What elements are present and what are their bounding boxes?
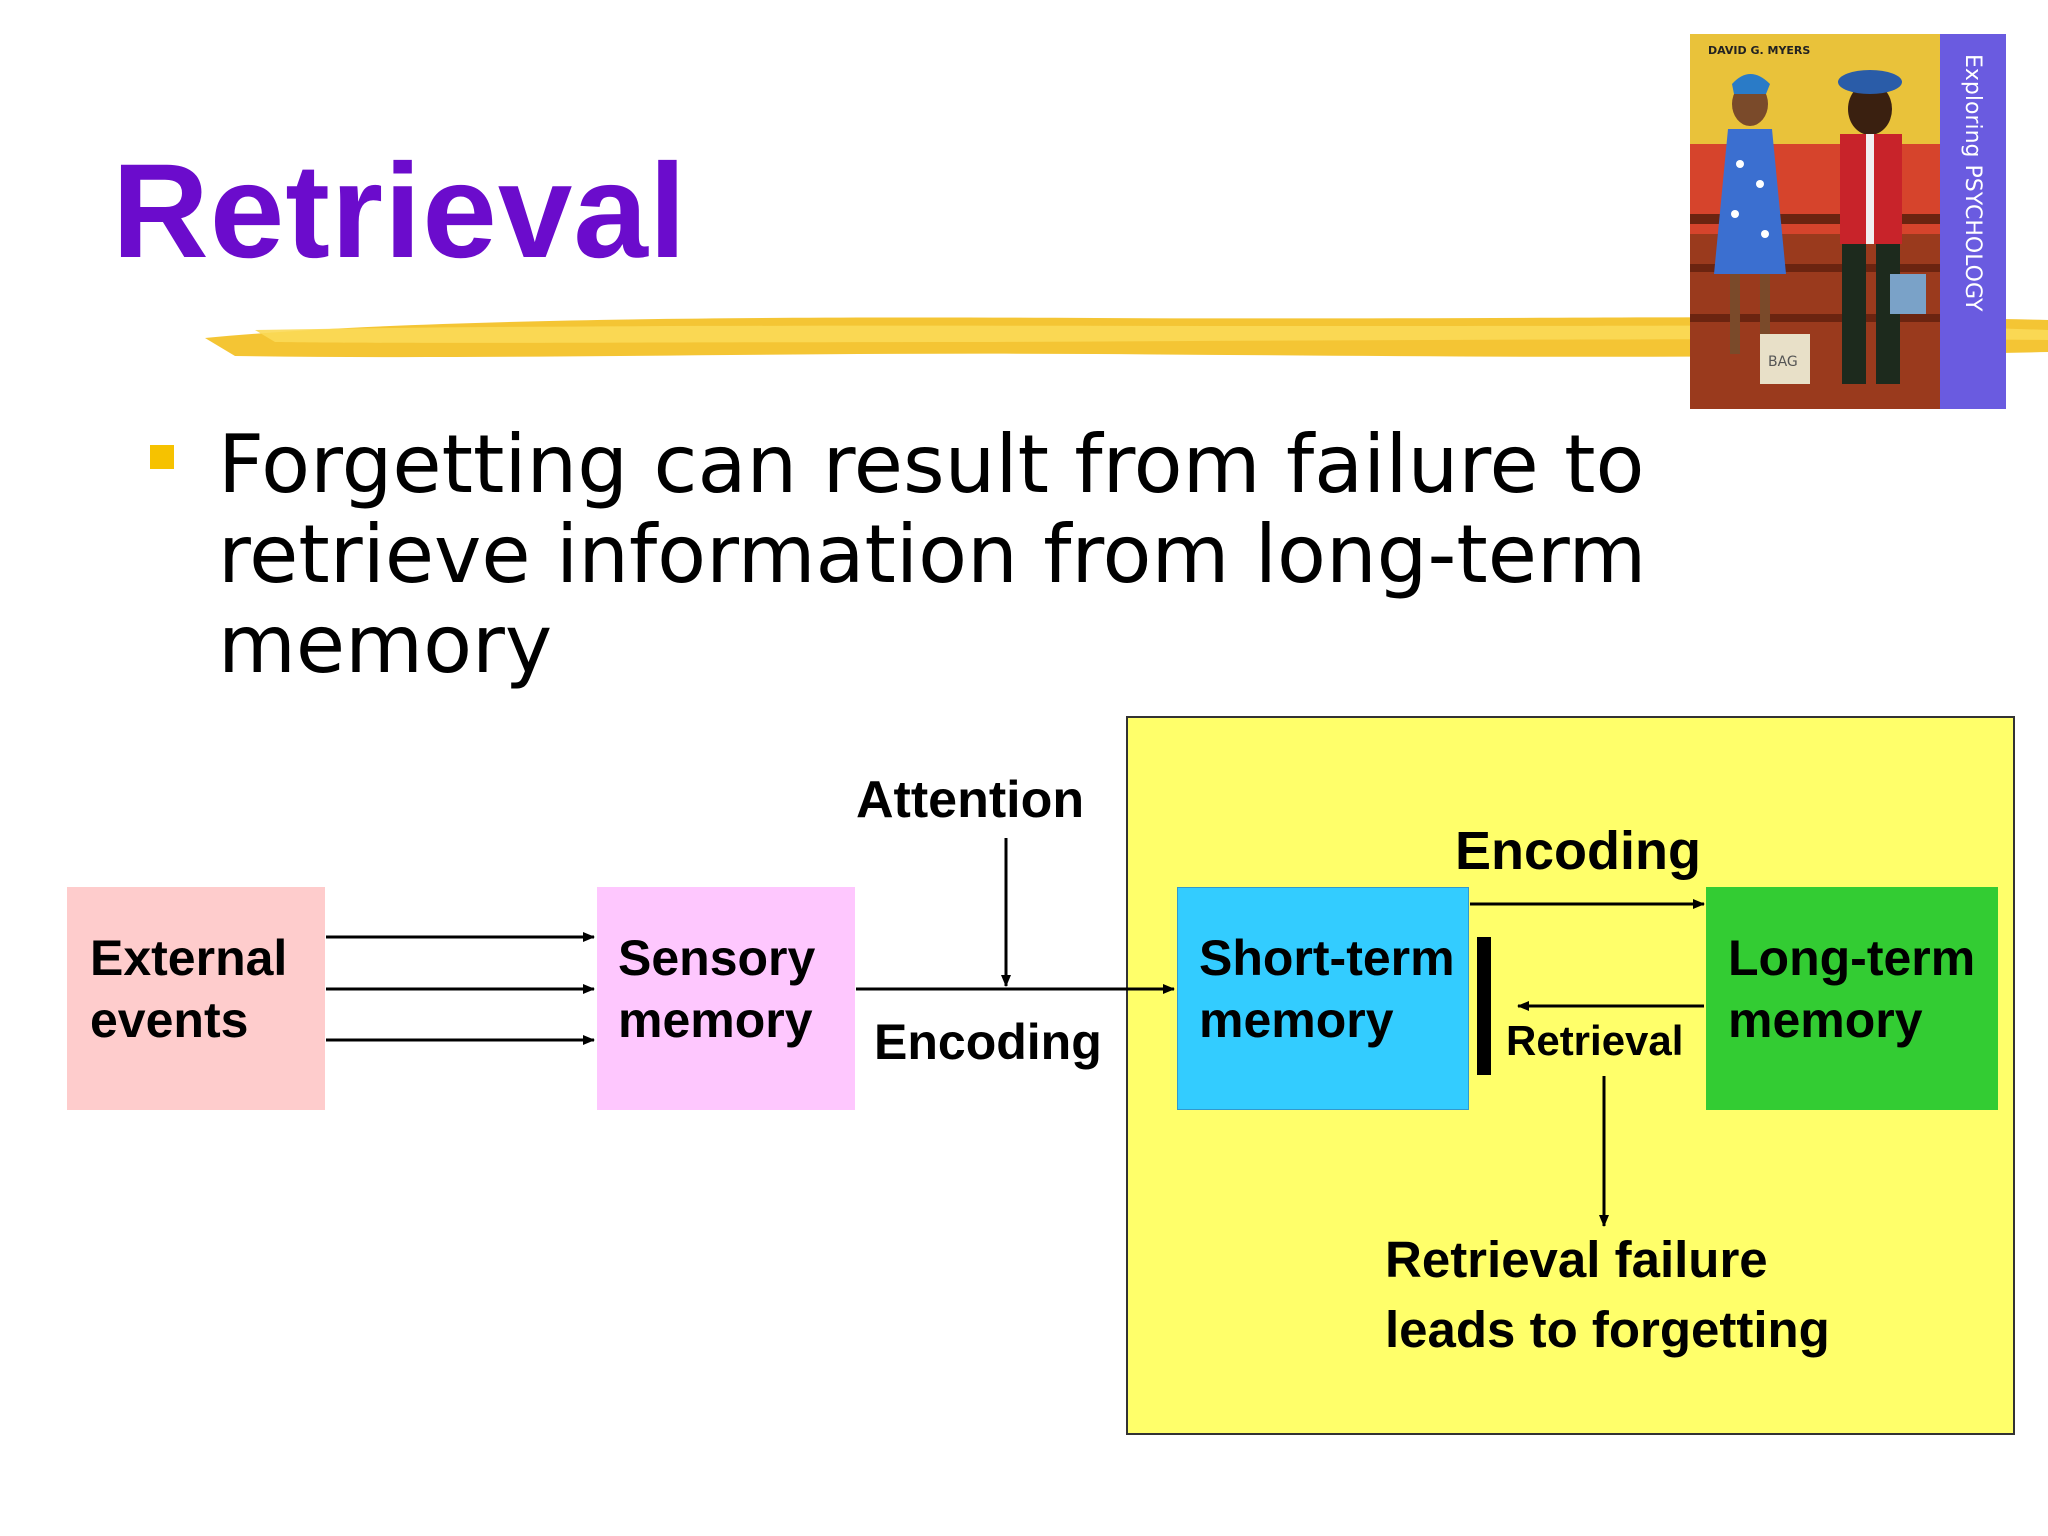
retrieval-failure-note: Retrieval failure leads to forgetting xyxy=(1385,1231,1830,1358)
external-events-box xyxy=(67,887,325,1110)
encoding-label-longterm: Encoding xyxy=(1455,821,1701,881)
long-term-memory-label: Long-term memory xyxy=(1728,930,1976,1048)
sensory-memory-label: Sensory memory xyxy=(618,930,816,1048)
bullet-text: Forgetting can result from failure to re… xyxy=(218,418,1647,691)
external-events-label: External events xyxy=(90,930,288,1048)
short-term-memory-label: Short-term memory xyxy=(1199,930,1455,1048)
encoding-label-sensory: Encoding xyxy=(874,1014,1102,1070)
textbook-cover-image: BAG Exploring PSYCHOLOGY DAVID G. MYERS xyxy=(1690,34,2006,409)
sensory-memory-box xyxy=(597,887,855,1110)
cover-bag-label: BAG xyxy=(1768,354,1798,370)
short-term-memory-box xyxy=(1177,887,1469,1110)
brush-stroke-divider xyxy=(205,317,2048,358)
slide-title: Retrieval xyxy=(112,137,688,286)
bullet-marker xyxy=(150,445,174,469)
long-term-memory-box xyxy=(1706,887,1998,1110)
attention-label: Attention xyxy=(856,771,1085,829)
cover-top-text: DAVID G. MYERS xyxy=(1708,44,1810,57)
retrieval-label: Retrieval xyxy=(1506,1017,1684,1064)
cover-spine-title: Exploring PSYCHOLOGY xyxy=(1960,54,1985,312)
